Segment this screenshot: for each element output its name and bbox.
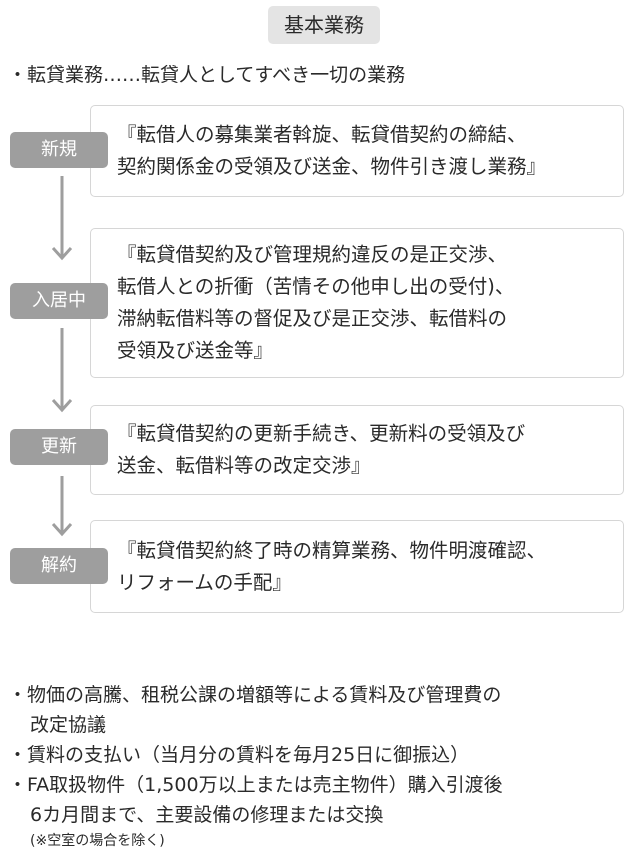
stage-text: 受領及び送金等』 — [117, 339, 274, 362]
stage-text: 転借人との折衝（苦情その他申し出の受付)、 — [117, 275, 515, 298]
stage-label-occupancy: 入居中 — [10, 283, 108, 319]
stage-text: 滞納転借料等の督促及び是正交渉、転借料の — [117, 307, 508, 330]
stage-text: 『転貸借契約の更新手続き、更新料の受領及び — [117, 422, 526, 445]
section-title: 基本業務 — [268, 6, 380, 44]
bullet-list: ・物価の高騰、租税公課の増額等による賃料及び管理費の 改定協議 ・賃料の支払い（… — [8, 680, 503, 852]
stage-text: 『転貸借契約終了時の精算業務、物件明渡確認、 — [117, 538, 547, 562]
stage-text: 『転借人の募集業者斡旋、転貸借契約の締結、 — [117, 123, 527, 146]
stage-label-new: 新規 — [10, 132, 108, 168]
stage-box-termination: 『転貸借契約終了時の精算業務、物件明渡確認、 リフォームの手配』 — [90, 520, 624, 613]
bullet-continuation: 6カ月間まで、主要設備の修理または交換 — [30, 804, 384, 826]
stage-text: 契約関係金の受領及び送金、物件引き渡し業務』 — [117, 155, 547, 178]
stage-box-renewal: 『転貸借契約の更新手続き、更新料の受領及び 送金、転借料等の改定交渉』 — [90, 405, 624, 495]
stage-box-new: 『転借人の募集業者斡旋、転貸借契約の締結、 契約関係金の受領及び送金、物件引き渡… — [90, 105, 624, 197]
lead-bullet: ・転貸業務……転貸人としてすべき一切の業務 — [8, 64, 406, 86]
bullet-item: ・物価の高騰、租税公課の増額等による賃料及び管理費の — [8, 684, 502, 706]
stage-label-termination: 解約 — [10, 548, 108, 584]
bullet-continuation: 改定協議 — [30, 714, 107, 736]
arrow-down-icon — [52, 328, 72, 413]
bullet-item: ・賃料の支払い（当月分の賃料を毎月25日に御振込） — [8, 744, 470, 766]
stage-box-occupancy: 『転貸借契約及び管理規約違反の是正交渉、 転借人との折衝（苦情その他申し出の受付… — [90, 228, 624, 378]
stage-text: 送金、転借料等の改定交渉』 — [117, 454, 371, 477]
arrow-down-icon — [52, 176, 72, 261]
bullet-note: (※空室の場合を除く) — [30, 833, 165, 849]
bullet-item: ・FA取扱物件（1,500万以上または売主物件）購入引渡後 — [8, 774, 503, 796]
stage-label-renewal: 更新 — [10, 429, 108, 465]
arrow-down-icon — [52, 476, 72, 537]
stage-text: 『転貸借契約及び管理規約違反の是正交渉、 — [117, 243, 508, 266]
stage-text: リフォームの手配』 — [117, 570, 292, 594]
